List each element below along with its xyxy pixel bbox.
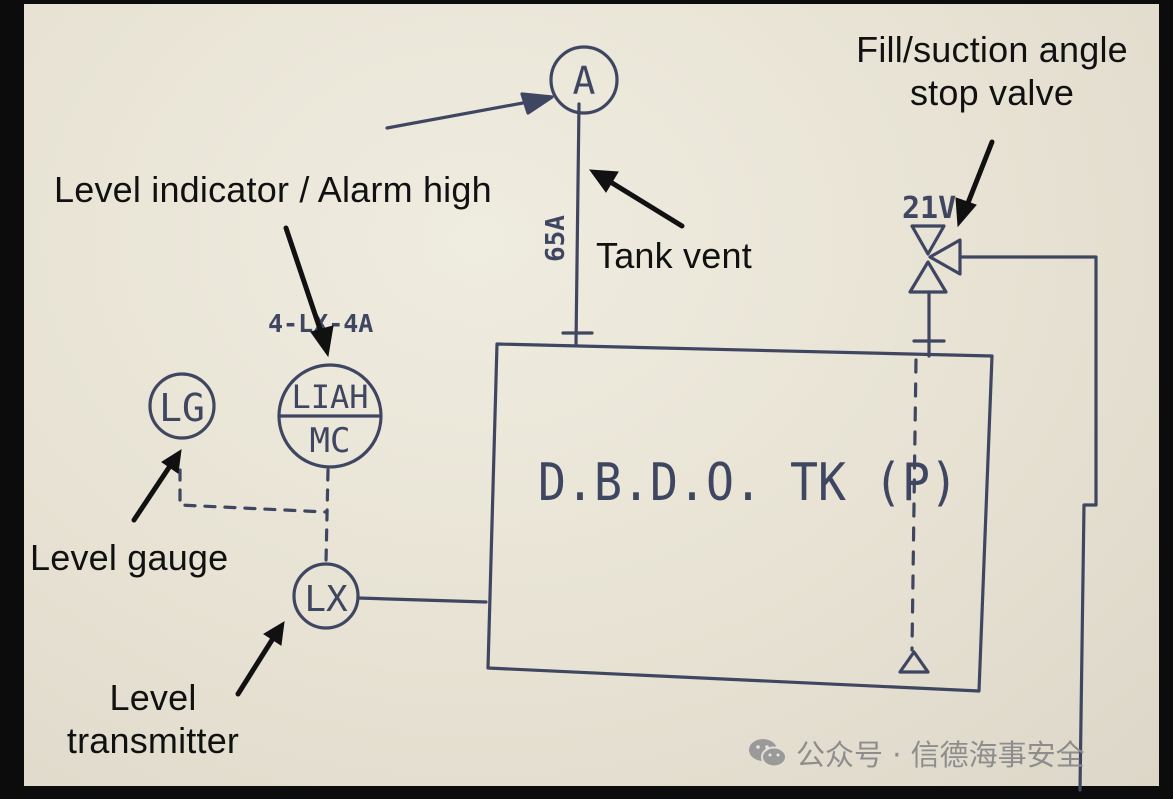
arrow-fill-valve-head <box>955 197 977 228</box>
angle-valve-top <box>910 224 946 256</box>
label-level-transmitter: Level transmitter <box>60 676 246 762</box>
arrow-level-gauge <box>131 463 173 523</box>
drawing-sheet <box>24 4 1159 786</box>
label-level-transmitter-line1: Level <box>109 677 197 718</box>
angle-valve-bottom <box>908 260 948 294</box>
arrow-fill-valve <box>963 139 995 211</box>
level-indicator-top-text: LIAH <box>291 378 368 416</box>
signal-line-gauge <box>178 468 328 514</box>
tank-outline <box>486 342 994 693</box>
label-tank-vent: Tank vent <box>596 235 752 276</box>
wechat-icon <box>749 739 787 768</box>
vent-size-text: 65A <box>541 215 571 262</box>
label-fill-valve-line1: Fill/suction angle <box>856 29 1128 70</box>
internal-suction-line <box>910 358 918 652</box>
vent-pipe <box>574 102 581 346</box>
watermark: 公众号 · 信德海事安全 <box>748 728 1148 778</box>
suction-pipe <box>958 255 1098 792</box>
arrow-level-gauge-head <box>161 449 182 474</box>
level-gauge-circle <box>148 372 216 440</box>
arrow-level-transmitter <box>235 637 275 697</box>
arrow-level-indicator <box>283 225 325 338</box>
level-indicator-bottom-text: MC <box>310 421 351 461</box>
label-level-indicator: Level indicator / Alarm high <box>54 169 492 210</box>
tank-label: D.B.D.O. TK (P) <box>538 453 958 513</box>
valve-tag-text: 21V <box>902 191 956 226</box>
level-transmitter-text: LX <box>304 579 348 620</box>
label-level-transmitter-line2: transmitter <box>66 720 240 762</box>
label-level-gauge: Level gauge <box>30 537 229 578</box>
watermark-text: 公众号 · 信德海事安全 <box>796 738 1085 772</box>
signal-line-indicator <box>324 468 330 564</box>
vent-inlet-line <box>385 96 552 130</box>
label-fill-valve: Fill/suction angle stop valve <box>846 28 1138 114</box>
suction-bellmouth <box>898 650 930 674</box>
arrow-level-transmitter-head <box>263 621 285 646</box>
transmitter-to-tank-line <box>356 596 488 604</box>
level-gauge-text: LG <box>159 386 205 430</box>
arrow-level-indicator-head <box>310 325 334 358</box>
vent-symbol-text: A <box>573 59 596 103</box>
arrow-tank-vent <box>601 175 685 229</box>
label-fill-valve-line2: stop valve <box>909 72 1075 114</box>
vent-symbol-circle <box>549 45 619 115</box>
vent-inlet-arrowhead <box>520 92 554 115</box>
arrow-tank-vent-head <box>588 169 619 193</box>
level-transmitter-circle <box>292 562 360 630</box>
